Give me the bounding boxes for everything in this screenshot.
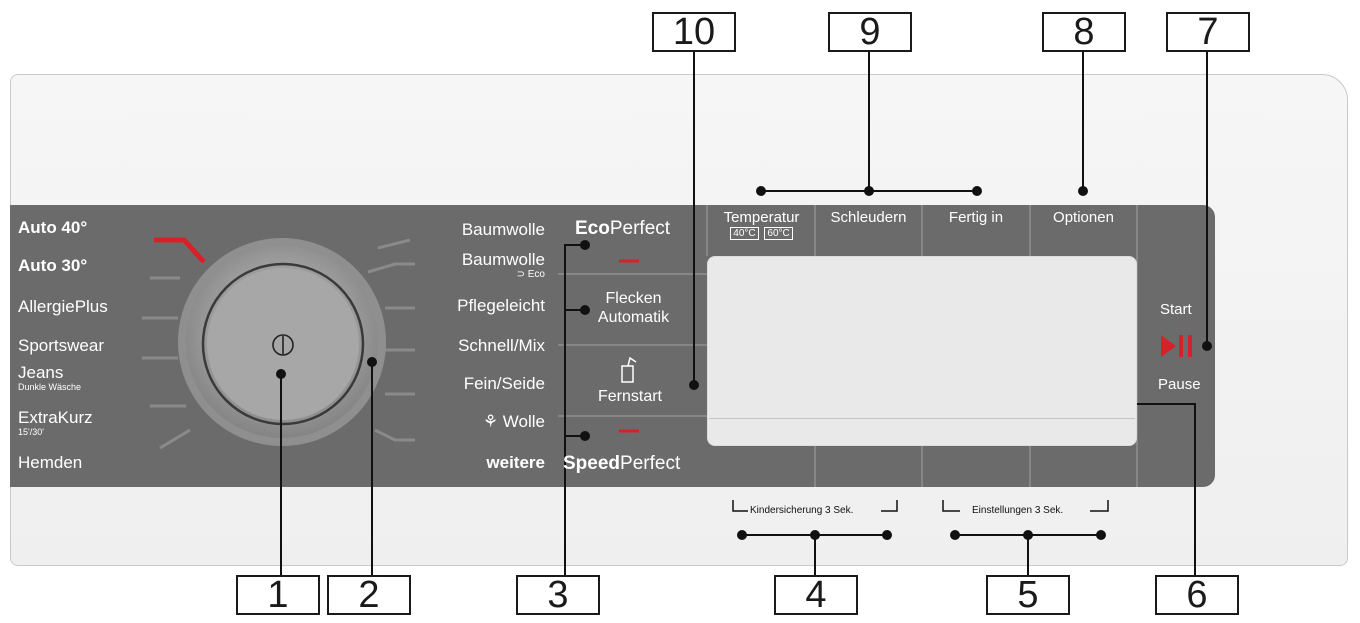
- eco-icon: ⊃: [516, 269, 528, 280]
- callout-10-label: 10: [672, 11, 716, 53]
- ecoperfect-bold: Eco: [575, 218, 610, 239]
- callout-4-label: 4: [805, 574, 827, 616]
- flecken-line2: Automatik: [597, 309, 670, 326]
- tick-mark: [377, 238, 411, 250]
- einstellungen-hint: Einstellungen 3 Sek.: [972, 505, 1064, 516]
- program-sportswear: Sportswear: [18, 336, 104, 355]
- speedperfect-rest: Perfect: [620, 453, 681, 474]
- start-label: Start: [1160, 301, 1192, 318]
- callout-6-label: 6: [1186, 574, 1208, 616]
- play-pause-icon: [1161, 335, 1192, 357]
- temperatur-button[interactable]: Temperatur 40°C 60°C: [708, 209, 815, 240]
- tick-mark: [159, 428, 191, 450]
- program-wolle: ⚘ Wolle: [483, 413, 545, 431]
- program-jeans: Jeans Dunkle Wäsche: [18, 363, 82, 393]
- program-baumwolle-eco-label: Baumwolle: [461, 250, 545, 269]
- callout-3-label: 3: [547, 574, 569, 616]
- callout-3: 3: [516, 575, 600, 615]
- program-extrakurz-label: ExtraKurz: [18, 408, 93, 427]
- program-baumwolle-eco: Baumwolle ⊃ Eco: [461, 250, 545, 281]
- program-hemden: Hemden: [18, 453, 83, 472]
- callout-7-label: 7: [1197, 11, 1219, 53]
- selected-program-marker: [154, 237, 206, 264]
- ecoperfect-button[interactable]: EcoPerfect: [575, 218, 670, 240]
- callout-10: 10: [652, 12, 736, 52]
- program-extrakurz-sub: 15'/30': [18, 427, 44, 437]
- callout-9-label: 9: [859, 11, 881, 53]
- button-separators: [558, 205, 1138, 487]
- speedperfect-button[interactable]: SpeedPerfect: [563, 453, 680, 475]
- callout-9: 9: [828, 12, 912, 52]
- callout-8: 8: [1042, 12, 1126, 52]
- program-pflegeleicht: Pflegeleicht: [457, 296, 545, 315]
- display-divider: [709, 418, 1135, 419]
- program-allergieplus: AllergiePlus: [18, 297, 108, 316]
- callout-7: 7: [1166, 12, 1250, 52]
- display-screen: [707, 256, 1137, 446]
- program-fein-seide: Fein/Seide: [463, 374, 545, 393]
- program-baumwolle-eco-sub: ⊃ Eco: [462, 269, 545, 280]
- temp-60-badge: 60°C: [764, 227, 793, 240]
- knob-ticks: [142, 238, 415, 450]
- program-jeans-sub: Dunkle Wäsche: [18, 382, 82, 392]
- program-jeans-label: Jeans: [18, 363, 64, 382]
- program-auto-30: Auto 30°: [18, 256, 88, 275]
- program-extrakurz: ExtraKurz 15'/30': [18, 408, 93, 438]
- callout-2-label: 2: [358, 574, 380, 616]
- callout-1-label: 1: [267, 574, 289, 616]
- callout-6: 6: [1155, 575, 1239, 615]
- callout-2: 2: [327, 575, 411, 615]
- callout-8-label: 8: [1073, 11, 1095, 53]
- hint-brackets: [732, 500, 1109, 512]
- program-weitere: weitere: [486, 453, 545, 472]
- fleckenautomatik-button[interactable]: Flecken Automatik: [560, 289, 707, 327]
- power-icon: [272, 334, 294, 356]
- callout-5: 5: [986, 575, 1070, 615]
- tick-mark: [367, 262, 415, 274]
- optionen-button[interactable]: Optionen: [1053, 209, 1114, 226]
- speedperfect-bold: Speed: [563, 453, 621, 474]
- program-schnell-mix: Schnell/Mix: [458, 336, 545, 355]
- program-baumwolle: Baumwolle: [461, 220, 545, 239]
- program-auto-40: Auto 40°: [18, 218, 88, 237]
- temperatur-presets: 40°C 60°C: [708, 227, 815, 240]
- fertig-in-button[interactable]: Fertig in: [948, 209, 1004, 226]
- callout-5-label: 5: [1017, 574, 1039, 616]
- program-wolle-label: Wolle: [502, 412, 545, 431]
- pause-label: Pause: [1158, 376, 1201, 393]
- knob-inner-rim: [201, 262, 365, 426]
- flecken-line1: Flecken: [605, 290, 662, 307]
- ecoperfect-rest: Perfect: [609, 218, 671, 239]
- temp-40-badge: 40°C: [730, 227, 759, 240]
- callout-4: 4: [774, 575, 858, 615]
- schleudern-button[interactable]: Schleudern: [830, 209, 907, 226]
- wool-icon: ⚘: [482, 412, 499, 431]
- callout-1: 1: [236, 575, 320, 615]
- temperatur-label: Temperatur: [723, 209, 800, 226]
- remote-start-icon: [621, 356, 637, 383]
- tick-mark: [374, 428, 415, 442]
- fernstart-button[interactable]: Fernstart: [597, 388, 662, 405]
- program-baumwolle-eco-sub-text: Eco: [527, 269, 545, 280]
- start-pause-button[interactable]: [1150, 328, 1205, 364]
- kindersicherung-hint: Kindersicherung 3 Sek.: [750, 505, 854, 516]
